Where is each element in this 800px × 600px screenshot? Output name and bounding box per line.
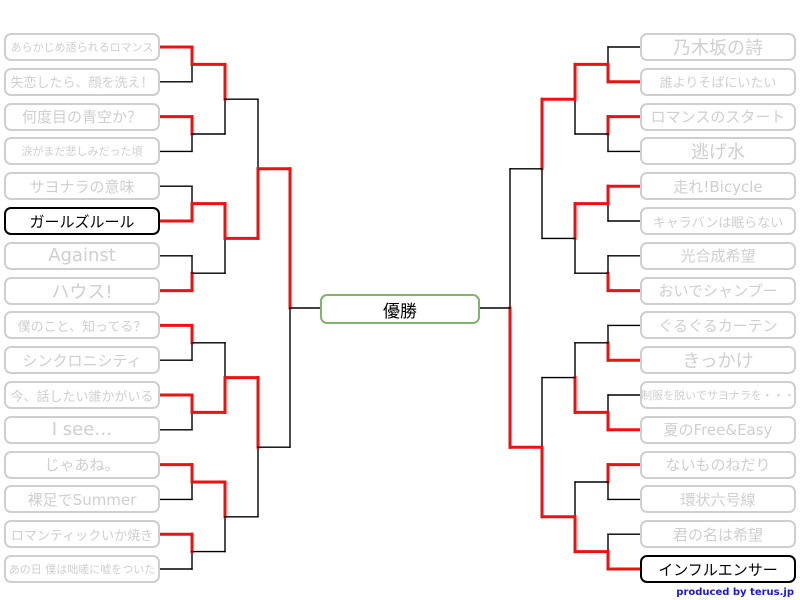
champion-box: 優勝 (320, 294, 480, 324)
right-entry-2: 誰よりそばにいたい (640, 67, 796, 96)
left-entry-2: 失恋したら、顔を洗え！ (4, 67, 160, 96)
right-entry-16: インフルエンサー (640, 555, 796, 583)
left-entry-1: あらかじめ語られるロマンス (4, 33, 160, 61)
left-entry-9: 僕のこと、知ってる？ (4, 311, 160, 340)
right-entry-5: 走れ!Bicycle (640, 172, 796, 201)
left-entry-10: シンクロニシティ (4, 346, 160, 375)
right-entry-1: 乃木坂の詩 (640, 33, 796, 61)
right-entry-11: 制服を脱いでサヨナラを・・・ (640, 381, 796, 409)
right-entry-6: キャラバンは眠らない (640, 207, 796, 235)
left-entry-5: サヨナラの意味 (4, 172, 160, 201)
right-entry-12: 夏のFree&Easy (640, 415, 796, 444)
right-entry-8: おいでシャンプー (640, 276, 796, 305)
credit-text: produced by terus.jp (676, 587, 794, 598)
left-entry-3: 何度目の青空か？ (4, 102, 160, 131)
left-entry-7: Against (4, 241, 160, 270)
left-entry-8: ハウス! (4, 276, 160, 305)
left-entry-12: I see… (4, 415, 160, 444)
left-entry-16: あの日 僕は咄嗟に嘘をついた (4, 555, 160, 583)
left-entry-6: ガールズルール (4, 207, 160, 235)
left-entry-14: 裸足でSummer (4, 485, 160, 514)
left-entry-15: ロマンティックいか焼き (4, 520, 160, 549)
right-entry-10: きっかけ (640, 346, 796, 375)
right-entry-4: 逃げ水 (640, 137, 796, 166)
left-entry-4: 涙がまだ悲しみだった頃 (4, 137, 160, 166)
left-entry-13: じゃあね。 (4, 450, 160, 479)
right-entry-15: 君の名は希望 (640, 520, 796, 549)
right-entry-3: ロマンスのスタート (640, 102, 796, 131)
champion-label: 優勝 (383, 301, 417, 322)
left-entry-11: 今、話したい誰かがいる (4, 381, 160, 409)
right-entry-9: ぐるぐるカーテン (640, 311, 796, 340)
right-entry-7: 光合成希望 (640, 241, 796, 270)
right-entry-14: 環状六号線 (640, 485, 796, 514)
right-entry-13: ないものねだり (640, 450, 796, 479)
